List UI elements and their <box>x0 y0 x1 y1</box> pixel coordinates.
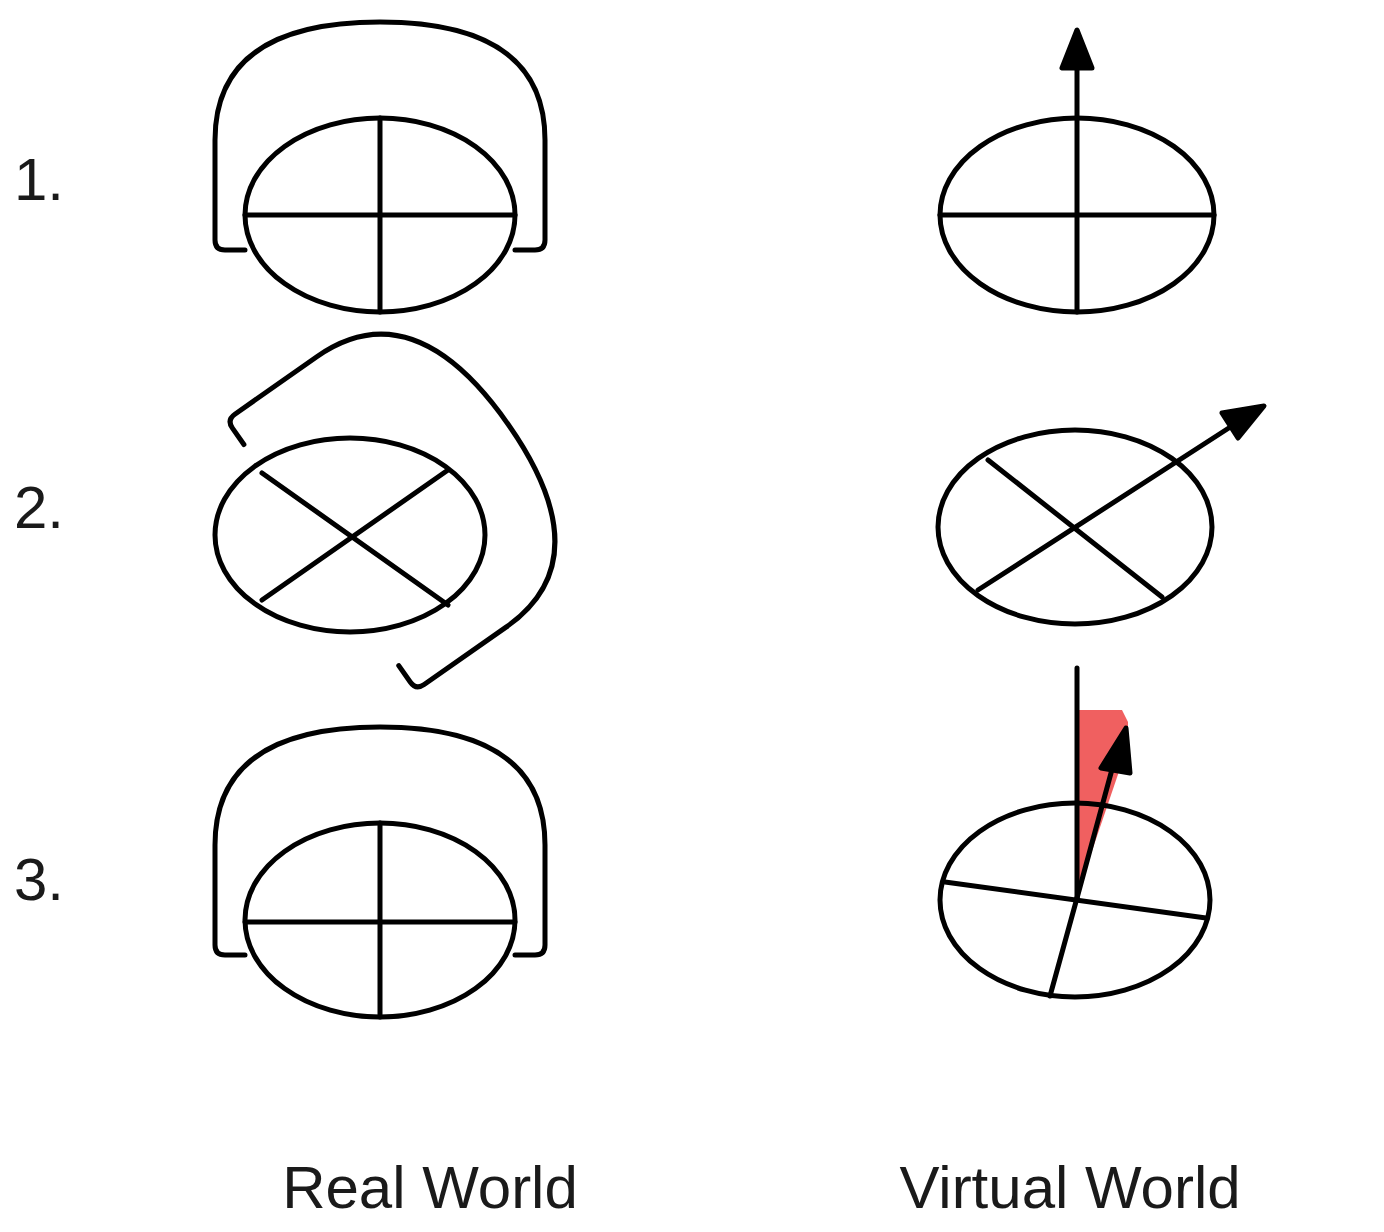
head-virtual-2 <box>938 406 1264 624</box>
head-virtual-1 <box>940 30 1214 312</box>
column-heading: Real World <box>282 1158 578 1218</box>
head-virtual-3 <box>940 668 1210 997</box>
row-number: 2. <box>14 478 64 538</box>
row-number: 3. <box>14 850 64 910</box>
head-real-3 <box>215 727 545 1017</box>
column-heading: Virtual World <box>899 1158 1240 1218</box>
head-real-1 <box>215 22 545 312</box>
row-number: 1. <box>14 150 64 210</box>
head-real-2 <box>215 289 603 690</box>
